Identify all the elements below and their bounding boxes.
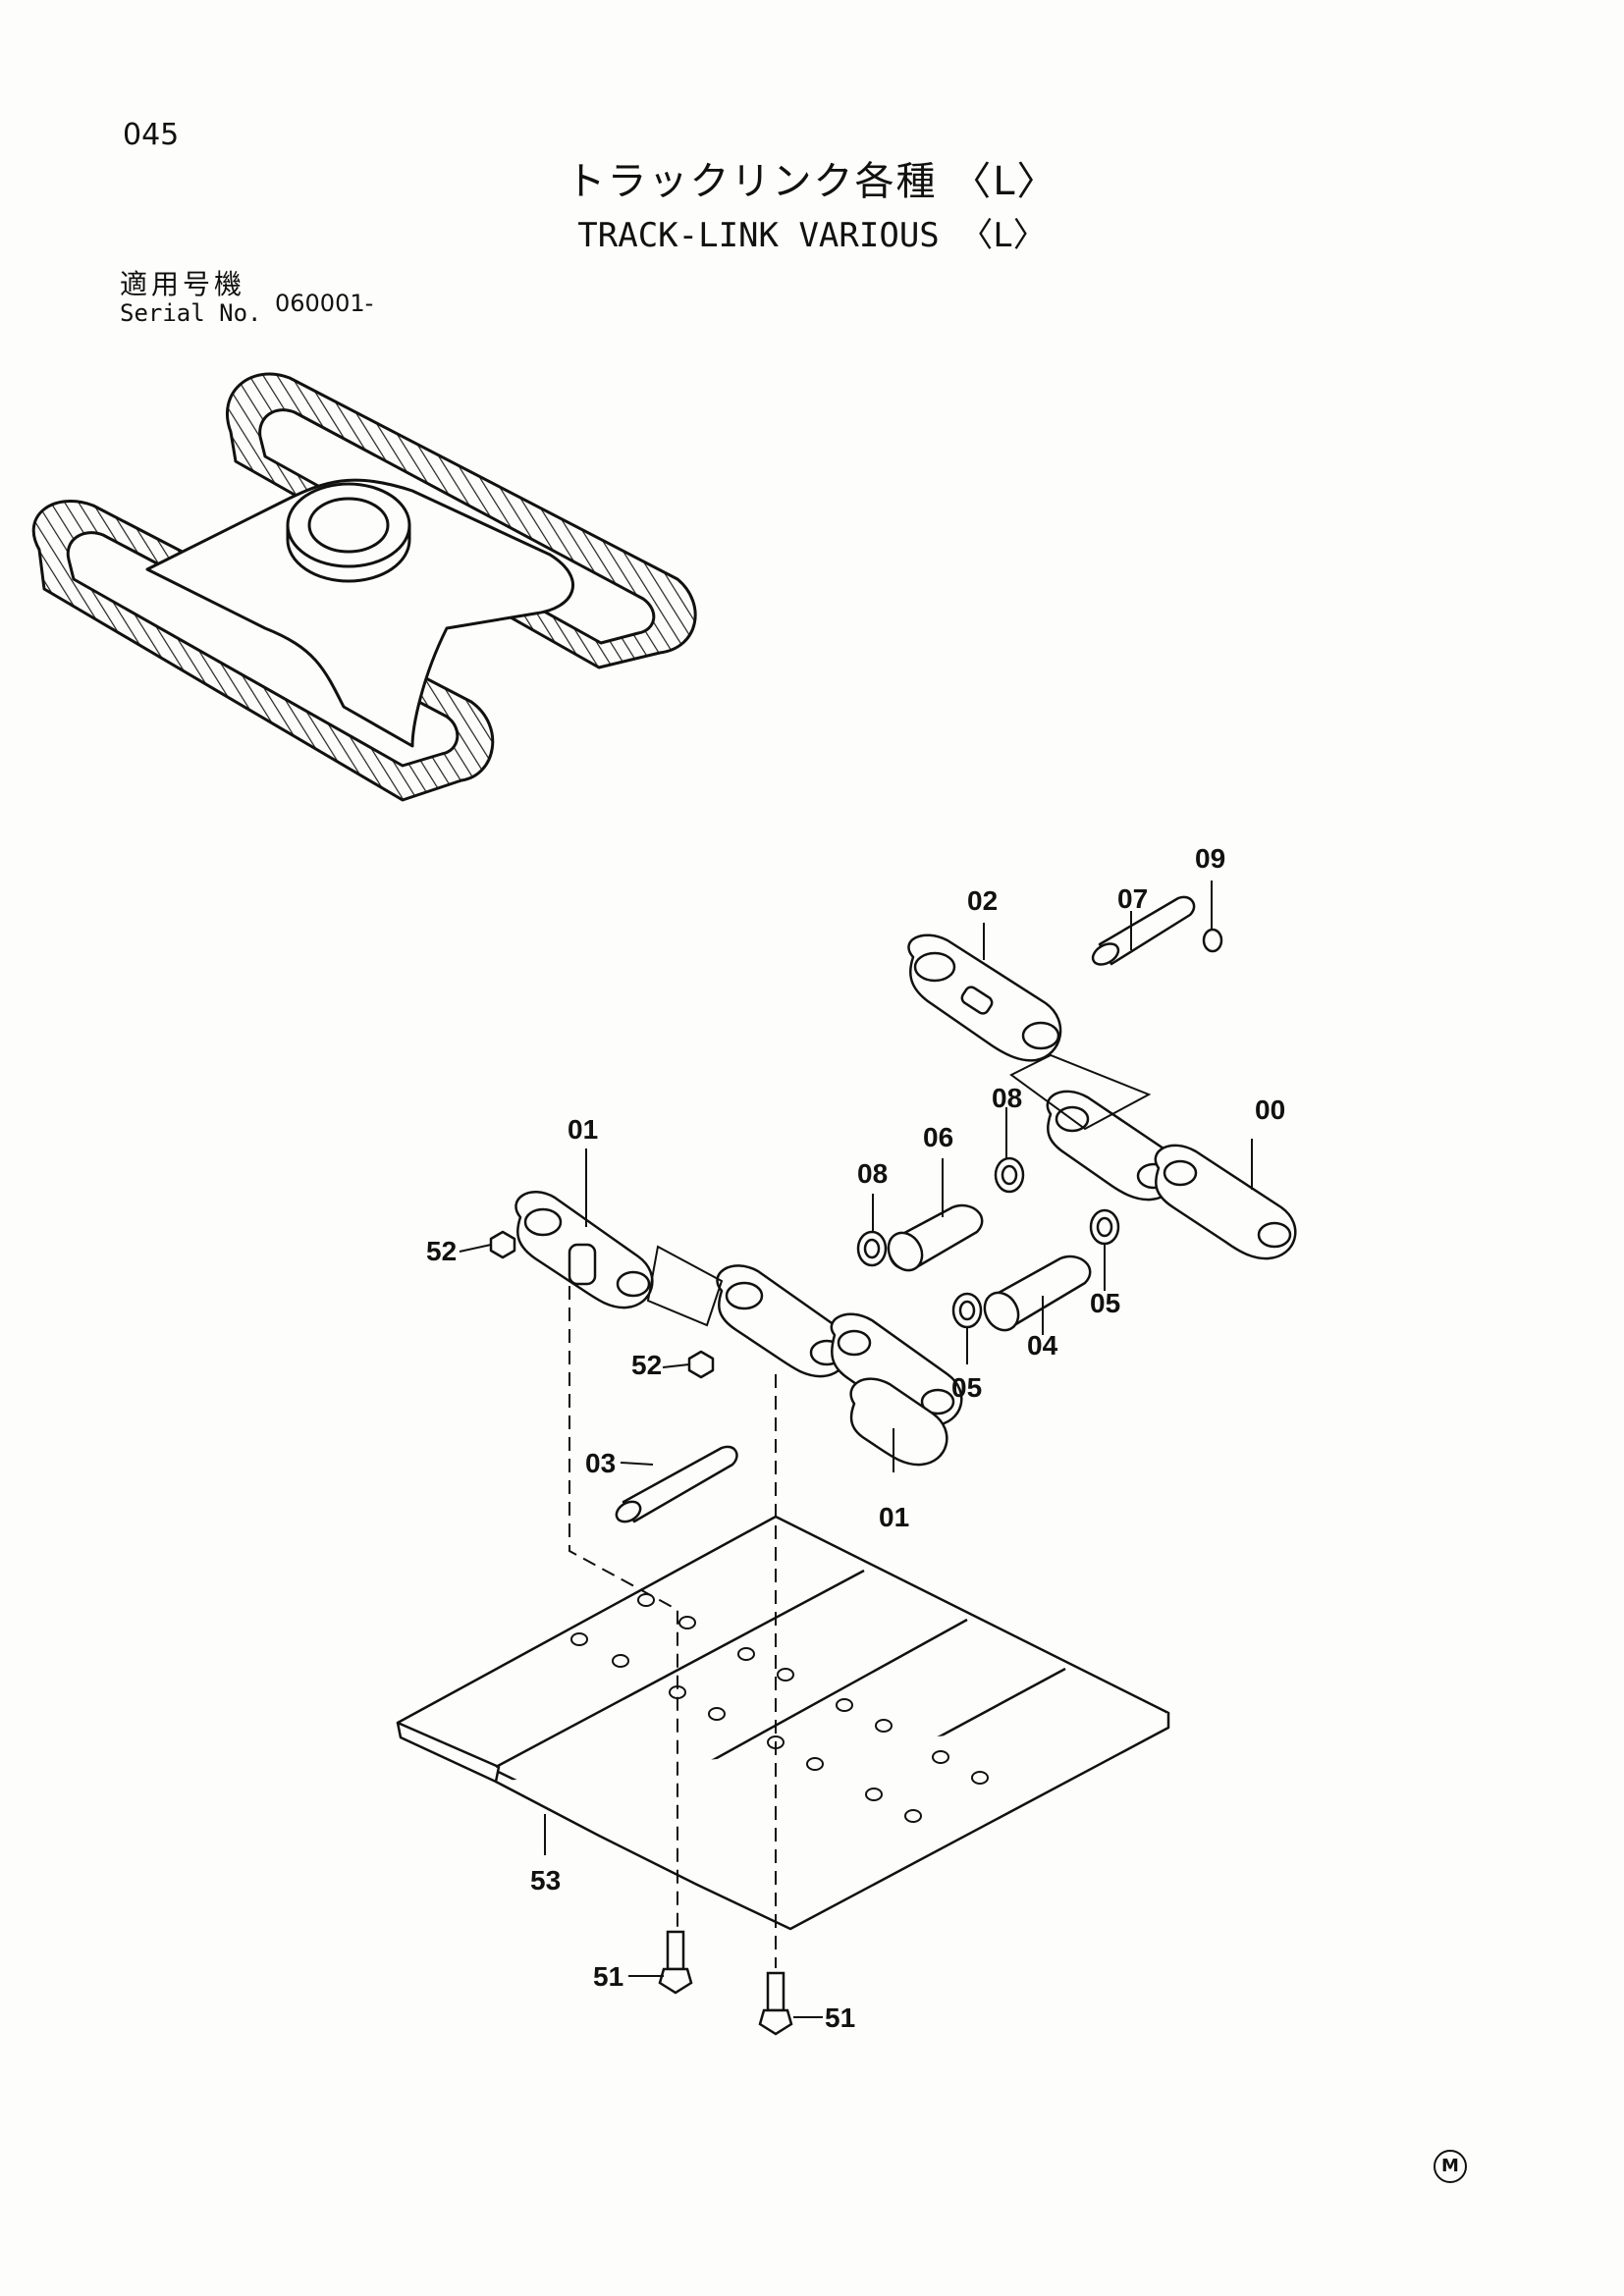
callout-52-upper: 52 [426,1236,457,1266]
callout-08-left: 08 [857,1158,888,1189]
callout-01-upper: 01 [568,1114,598,1145]
callout-53: 53 [530,1865,561,1896]
track-link-exploded-view [396,895,1297,1931]
serial-label-japanese: 適用号機 [120,268,246,300]
callout-leader-lines [459,881,1253,2018]
callout-01-lower: 01 [879,1502,909,1532]
callout-51-right: 51 [825,2002,855,2033]
serial-label-english: Serial No. [120,299,262,327]
callout-07: 07 [1117,883,1148,914]
title-english: TRACK-LINK VARIOUS 〈L〉 [577,216,1047,255]
callout-09: 09 [1195,843,1225,874]
callout-03: 03 [585,1448,616,1478]
serial-number-value: 060001- [275,290,374,317]
page-number: 045 [123,118,180,152]
circled-m-mark: M [1434,2150,1467,2183]
assembly-guide-lines [568,1053,1152,1968]
callout-08-right: 08 [992,1083,1022,1113]
title-japanese: トラックリンク各種 〈L〉 [566,159,1058,204]
callout-51-left: 51 [593,1961,623,1992]
callout-04: 04 [1027,1330,1058,1361]
callout-52-lower: 52 [631,1350,662,1380]
undercarriage-illustration [31,372,697,802]
callout-labels: 00 01 01 02 03 04 05 05 06 07 08 08 09 5… [426,843,1285,2033]
shoe-bolt-holes [570,1593,989,1823]
callout-00: 00 [1255,1095,1285,1125]
callout-06: 06 [923,1122,953,1152]
track-bolts [658,1930,793,2036]
callout-05-left: 05 [951,1372,982,1403]
callout-02: 02 [967,885,998,916]
callout-05-right: 05 [1090,1288,1120,1318]
